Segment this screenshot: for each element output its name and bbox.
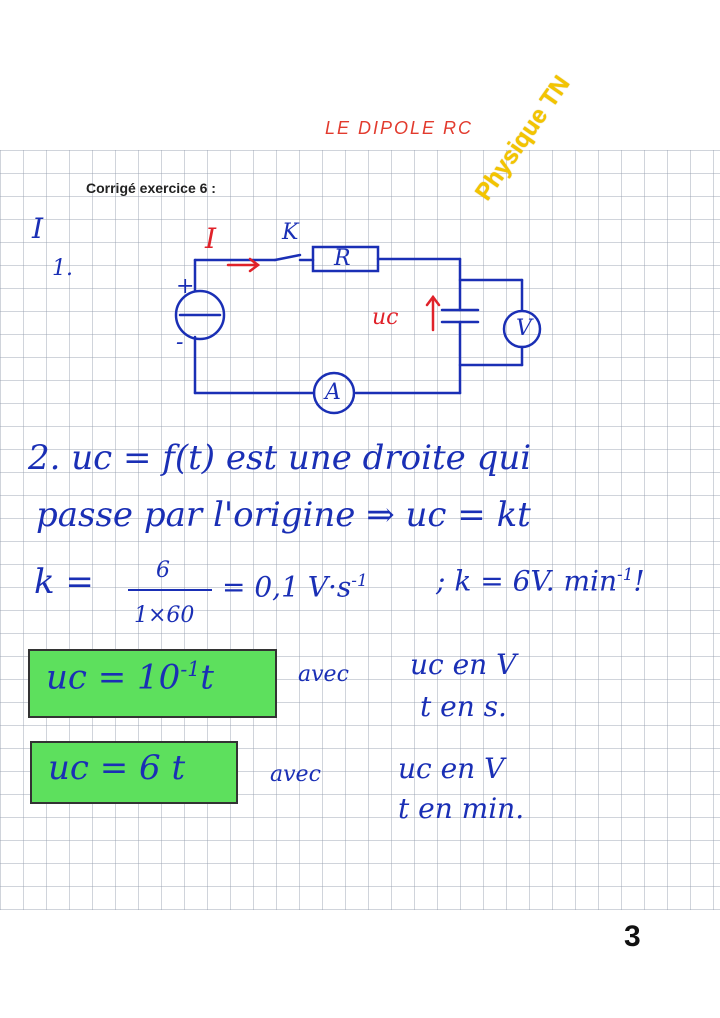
unit-t-minutes: t en min. [398, 792, 525, 825]
switch-label: K [282, 220, 299, 245]
page-title: LE DIPOLE RC [325, 118, 474, 138]
answer-line-2: passe par l'origine ⇒ uc = kt [36, 495, 531, 535]
unit-t-seconds: t en s. [420, 690, 507, 723]
k-denominator: 1×60 [134, 603, 195, 628]
k-equation-lhs: k = [34, 562, 94, 602]
page-number: 3 [624, 920, 641, 953]
voltage-label: uc [372, 305, 399, 330]
unit-uc-volts-2: uc en V [398, 752, 505, 785]
minus-sign: - [176, 330, 184, 355]
ammeter-label: A [325, 380, 341, 405]
plus-sign: + [176, 274, 195, 299]
k-numerator: 6 [156, 558, 170, 583]
current-label: I [205, 222, 217, 255]
question-1-label: 1. [52, 256, 73, 281]
formula-seconds: uc = 10-1t [46, 657, 214, 698]
resistor-label: R [334, 246, 351, 271]
formula-minutes: uc = 6 t [48, 748, 186, 788]
rc-circuit-diagram [174, 245, 542, 415]
part-label: I [32, 212, 44, 245]
avec-label-1: avec [298, 662, 349, 687]
answer-line-1: 2. uc = f(t) est une droite qui [28, 438, 532, 478]
k-result: = 0,1 V·s-1 [222, 570, 368, 604]
avec-label-2: avec [270, 762, 321, 787]
result-box-seconds [28, 649, 277, 718]
fraction-bar [128, 589, 212, 591]
unit-uc-volts-1: uc en V [410, 648, 517, 681]
exercise-heading: Corrigé exercice 6 : [86, 180, 216, 196]
k-alternative: ; k = 6V. min-1! [436, 564, 645, 598]
result-box-minutes [30, 741, 238, 804]
voltmeter-label: V [516, 316, 532, 341]
